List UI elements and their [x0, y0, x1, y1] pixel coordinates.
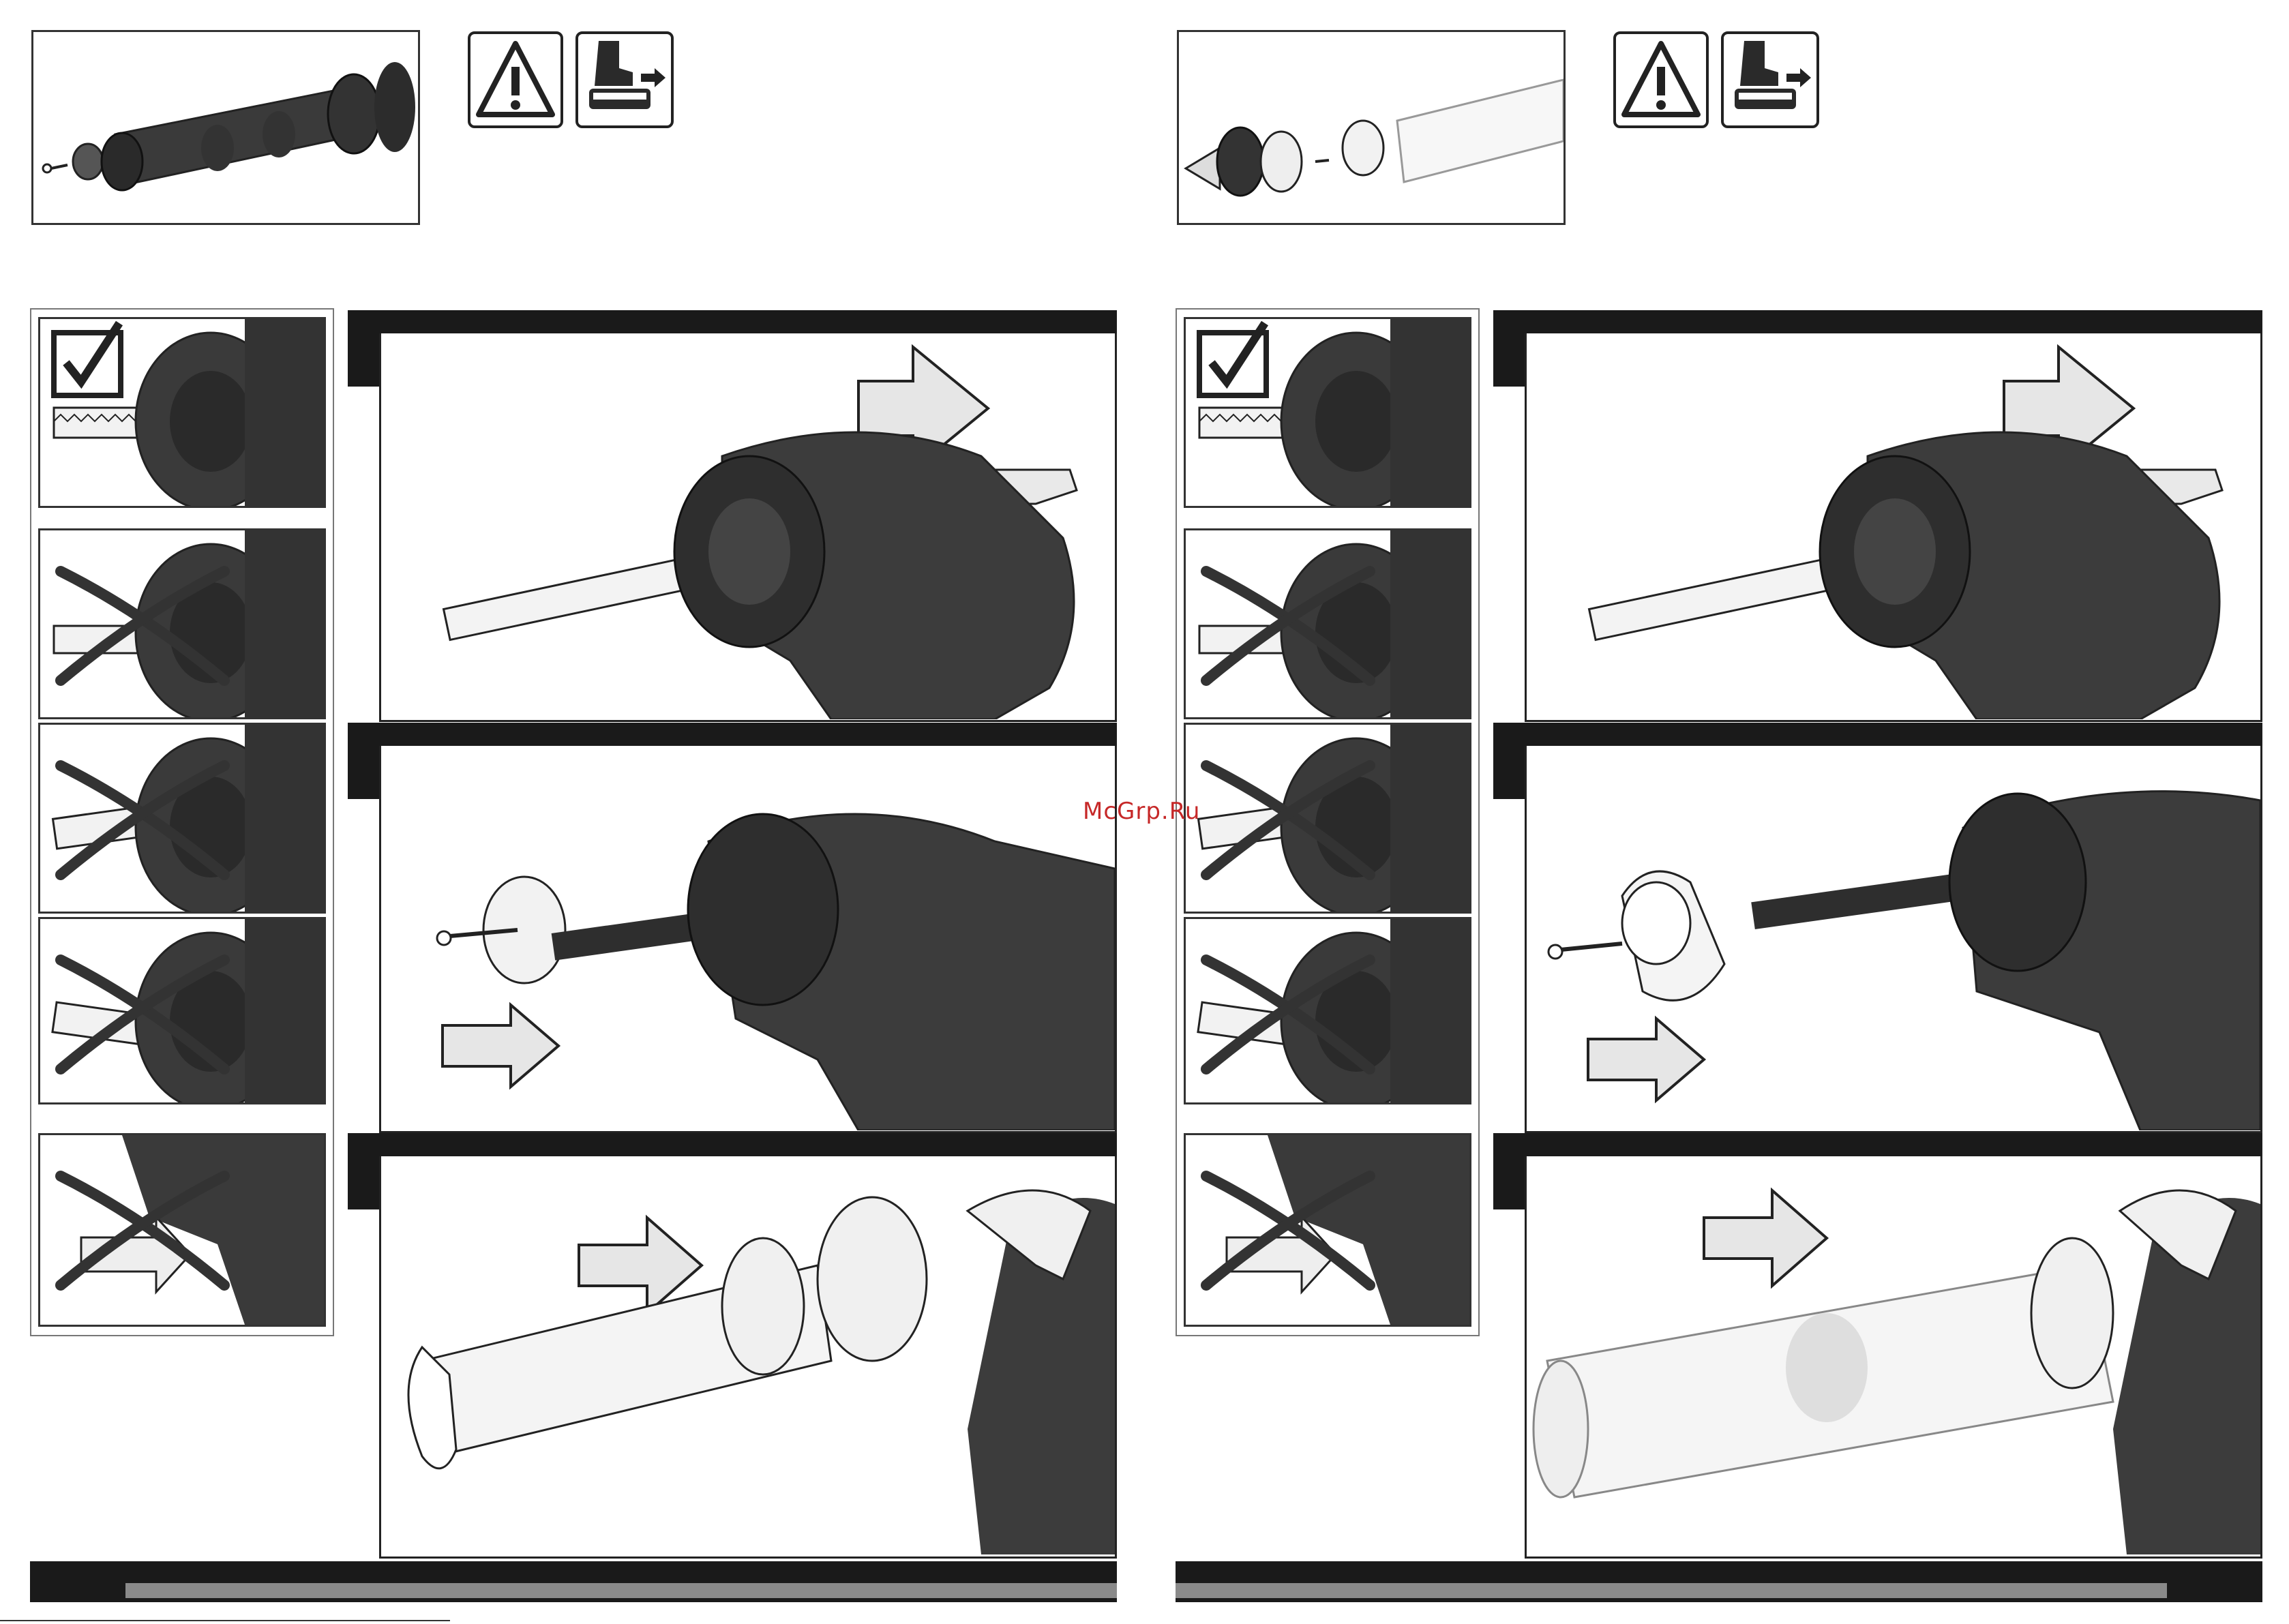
right-step3-panel	[1525, 1156, 2262, 1559]
remove-battery-icon	[578, 34, 671, 125]
remove-battery-icon	[1724, 34, 1816, 125]
step1-illustration-rack-insert	[1527, 333, 2260, 719]
right-step1-panel	[1525, 333, 2262, 722]
watermark-text: McGrp.Ru	[1083, 798, 1200, 825]
arrow-right-icon	[1704, 1190, 1827, 1286]
holder-exploded-illustration	[33, 32, 418, 223]
left-thumb-correct	[38, 317, 326, 508]
right-step2-header-bar	[1493, 723, 2262, 746]
right-footer-gray-strip	[1176, 1583, 2167, 1598]
left-thumb-wrong-3	[38, 917, 326, 1104]
left-step2-header-bar	[348, 723, 1117, 746]
step3-illustration-holder-mount	[381, 1156, 1115, 1554]
left-battery-icon	[575, 31, 674, 128]
left-top-thumbnail	[31, 30, 420, 225]
step2-illustration-cone-piston	[1527, 746, 2260, 1130]
arrow-right-icon	[443, 1005, 558, 1087]
left-footer-rule	[0, 1620, 450, 1621]
step1-illustration-rack-insert	[381, 333, 1115, 719]
warning-triangle-icon	[470, 34, 560, 125]
left-step2-panel	[379, 746, 1117, 1133]
right-thumb-wrong-3	[1184, 917, 1471, 1104]
left-step3-header-bar	[348, 1133, 1117, 1156]
left-footer-gray-strip	[125, 1583, 1117, 1598]
right-warning-icon	[1613, 31, 1709, 128]
right-thumb-wrong-4	[1184, 1133, 1471, 1327]
right-thumb-correct	[1184, 317, 1471, 508]
warning-triangle-icon	[1616, 34, 1706, 125]
step3-illustration-tube-mount	[1527, 1156, 2260, 1554]
left-step1-header-bar	[348, 310, 1117, 333]
left-warning-icon	[468, 31, 563, 128]
tube-exploded-illustration	[1179, 32, 1564, 223]
right-step3-header-bar	[1493, 1133, 2262, 1156]
left-thumb-wrong-4	[38, 1133, 326, 1327]
right-thumb-wrong-1	[1184, 528, 1471, 719]
arrow-right-icon	[1588, 1019, 1704, 1100]
right-top-thumbnail	[1177, 30, 1566, 225]
right-battery-icon	[1721, 31, 1819, 128]
step2-illustration-disc-piston	[381, 746, 1115, 1130]
left-step1-panel	[379, 333, 1117, 722]
right-step1-header-bar	[1493, 310, 2262, 333]
left-thumb-wrong-1	[38, 528, 326, 719]
left-step3-panel	[379, 1156, 1117, 1559]
right-thumb-wrong-2	[1184, 723, 1471, 914]
left-thumb-wrong-2	[38, 723, 326, 914]
right-step2-panel	[1525, 746, 2262, 1133]
